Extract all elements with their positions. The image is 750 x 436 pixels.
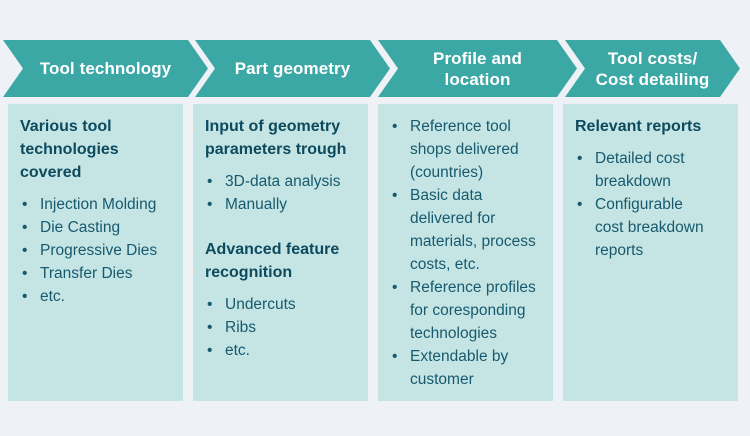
bullet-item: etc. [20,285,175,308]
bullet-item: etc. [205,339,360,362]
step-arrow-label: Profile and location [433,48,522,89]
detail-box-profile-location: Reference tool shops delivered (countrie… [378,104,553,401]
bullet-item: Undercuts [205,293,360,316]
bullet-item: Configurable cost breakdown reports [575,193,730,262]
section-heading: Advanced feature recognition [205,241,340,281]
bullet-item: Injection Molding [20,193,175,216]
step-arrow-tool-technology: Tool technology [3,40,208,97]
bullet-item: 3D-data analysis [205,170,360,193]
detail-section: Reference tool shops delivered (countrie… [390,115,545,391]
section-heading: Input of geometry parameters trough [205,118,347,158]
step-arrow-label: Tool costs/ Cost detailing [595,48,710,89]
bullet-item: Reference tool shops delivered (countrie… [390,115,545,184]
bullet-item: Progressive Dies [20,239,175,262]
step-arrow-part-geometry: Part geometry [195,40,390,97]
step-arrow-profile-location: Profile and location [378,40,577,97]
detail-box-part-geometry: Input of geometry parameters trough 3D-d… [193,104,368,401]
step-arrow-label: Tool technology [39,59,172,78]
bullet-list: Detailed cost breakdown Configurable cos… [575,147,730,262]
detail-section: Relevant reports Detailed cost breakdown… [575,115,730,262]
bullet-item: Die Casting [20,216,175,239]
step-arrow-tool-costs: Tool costs/ Cost detailing [565,40,740,97]
detail-box-tool-technology: Various tool technologies covered Inject… [8,104,183,401]
detail-section: Advanced feature recognition Undercuts R… [205,238,360,362]
detail-section: Input of geometry parameters trough 3D-d… [205,115,360,216]
bullet-item: Reference profiles for coresponding tech… [390,276,545,345]
bullet-item: Manually [205,193,360,216]
bullet-item: Basic data delivered for materials, proc… [390,184,545,276]
detail-section: Various tool technologies covered Inject… [20,115,175,308]
bullet-list: Undercuts Ribs etc. [205,293,360,362]
bullet-item: Extendable by customer [390,345,545,391]
step-arrow-label: Part geometry [234,59,351,78]
bullet-item: Transfer Dies [20,262,175,285]
bullet-list: Injection Molding Die Casting Progressiv… [20,193,175,308]
section-heading: Relevant reports [575,118,702,135]
detail-box-tool-costs: Relevant reports Detailed cost breakdown… [563,104,738,401]
section-heading: Various tool technologies covered [20,118,119,181]
bullet-item: Detailed cost breakdown [575,147,730,193]
bullet-list: 3D-data analysis Manually [205,170,360,216]
bullet-item: Ribs [205,316,360,339]
bullet-list: Reference tool shops delivered (countrie… [390,115,545,391]
